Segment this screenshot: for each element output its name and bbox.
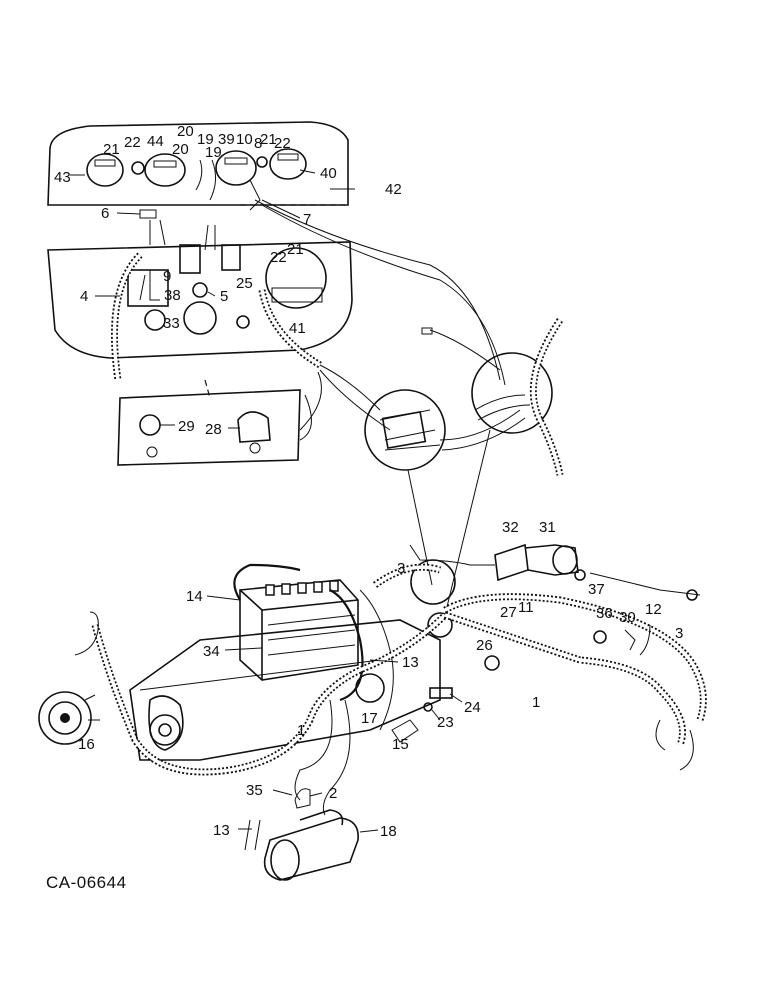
callout-21: 21 (287, 241, 304, 258)
relay-28 (237, 411, 271, 443)
engine-block (129, 619, 441, 761)
callout-31: 31 (539, 519, 556, 536)
battery (239, 579, 359, 681)
indicator-lamp (131, 161, 145, 175)
clip-15 (391, 719, 419, 743)
callout-10: 10 (236, 131, 253, 148)
callout-2: 2 (329, 785, 337, 802)
sensor-17 (355, 673, 385, 703)
callout-37: 37 (588, 581, 605, 598)
callout-39: 39 (218, 131, 235, 148)
callout-18: 18 (380, 823, 397, 840)
detail-magnifier-right (471, 352, 553, 434)
callout-6: 6 (101, 205, 109, 222)
gauge-43 (86, 153, 124, 187)
bracket-24 (429, 687, 453, 699)
indicator-lamp (256, 156, 268, 168)
callout-43: 43 (54, 169, 71, 186)
fuse-36 (593, 630, 607, 644)
callout-17: 17 (361, 710, 378, 727)
callout-1: 1 (297, 722, 305, 739)
instrument-cluster (47, 121, 349, 211)
callout-3: 3 (397, 560, 405, 577)
callout-9: 9 (163, 268, 171, 285)
callout-20: 20 (177, 123, 194, 140)
callout-28: 28 (205, 421, 222, 438)
callout-29: 29 (178, 418, 195, 435)
starter-motor (244, 809, 359, 881)
gauge-44 (144, 153, 186, 187)
callout-23: 23 (437, 714, 454, 731)
terminal-35 (294, 788, 311, 809)
alternator (38, 691, 100, 745)
lower-console (117, 379, 301, 466)
callout-26: 26 (476, 637, 493, 654)
callout-32: 32 (502, 519, 519, 536)
callout-7: 7 (303, 211, 311, 228)
callout-1: 1 (532, 694, 540, 711)
callout-labels: 43 21 22 44 20 20 19 19 39 10 8 21 22 40… (54, 123, 683, 840)
callout-11: 11 (518, 599, 534, 616)
gauge-39 (215, 150, 257, 186)
callout-19: 19 (205, 144, 222, 161)
callout-25: 25 (236, 275, 253, 292)
switch-29 (139, 414, 161, 436)
key-switch (409, 543, 701, 601)
callout-21: 21 (103, 141, 120, 158)
dash-panel (47, 209, 353, 359)
callout-12: 12 (645, 601, 662, 618)
cables (233, 563, 394, 731)
callout-41: 41 (289, 320, 306, 337)
figure-code: CA-06644 (46, 873, 127, 892)
callout-5: 5 (220, 288, 228, 305)
callout-3: 3 (675, 625, 683, 642)
callout-15: 15 (392, 736, 409, 753)
gauge-40 (269, 148, 307, 180)
callout-24: 24 (464, 699, 481, 716)
callout-22: 22 (124, 134, 141, 151)
callout-13: 13 (213, 822, 230, 839)
callout-20: 20 (172, 141, 189, 158)
callout-35: 35 (246, 782, 263, 799)
callout-33: 33 (163, 315, 180, 332)
callout-16: 16 (78, 736, 95, 753)
callout-4: 4 (80, 288, 88, 305)
callout-34: 34 (203, 643, 220, 660)
main-harness-upper (439, 318, 564, 476)
callout-22: 22 (270, 249, 287, 266)
callout-30: 30 (619, 609, 636, 626)
screw-23 (423, 702, 433, 712)
callout-38: 38 (164, 287, 181, 304)
callout-27: 27 (500, 604, 517, 621)
main-harness-lower (91, 563, 707, 816)
switch-26 (484, 655, 500, 671)
callout-21: 21 (260, 131, 277, 148)
callout-14: 14 (186, 588, 203, 605)
detail-magnifier-left (364, 389, 446, 471)
callout-36: 36 (596, 605, 613, 622)
leader-lines (70, 169, 463, 833)
callout-8: 8 (254, 135, 262, 152)
switch-5 (192, 282, 208, 298)
switch-38 (127, 269, 169, 307)
callout-19: 19 (197, 131, 214, 148)
callout-44: 44 (147, 133, 164, 150)
callout-22: 22 (274, 135, 291, 152)
callout-13: 13 (402, 654, 419, 671)
dash-harness (111, 199, 506, 441)
callout-42: 42 (385, 181, 402, 198)
callout-40: 40 (320, 165, 337, 182)
tachometer-41 (265, 247, 327, 309)
